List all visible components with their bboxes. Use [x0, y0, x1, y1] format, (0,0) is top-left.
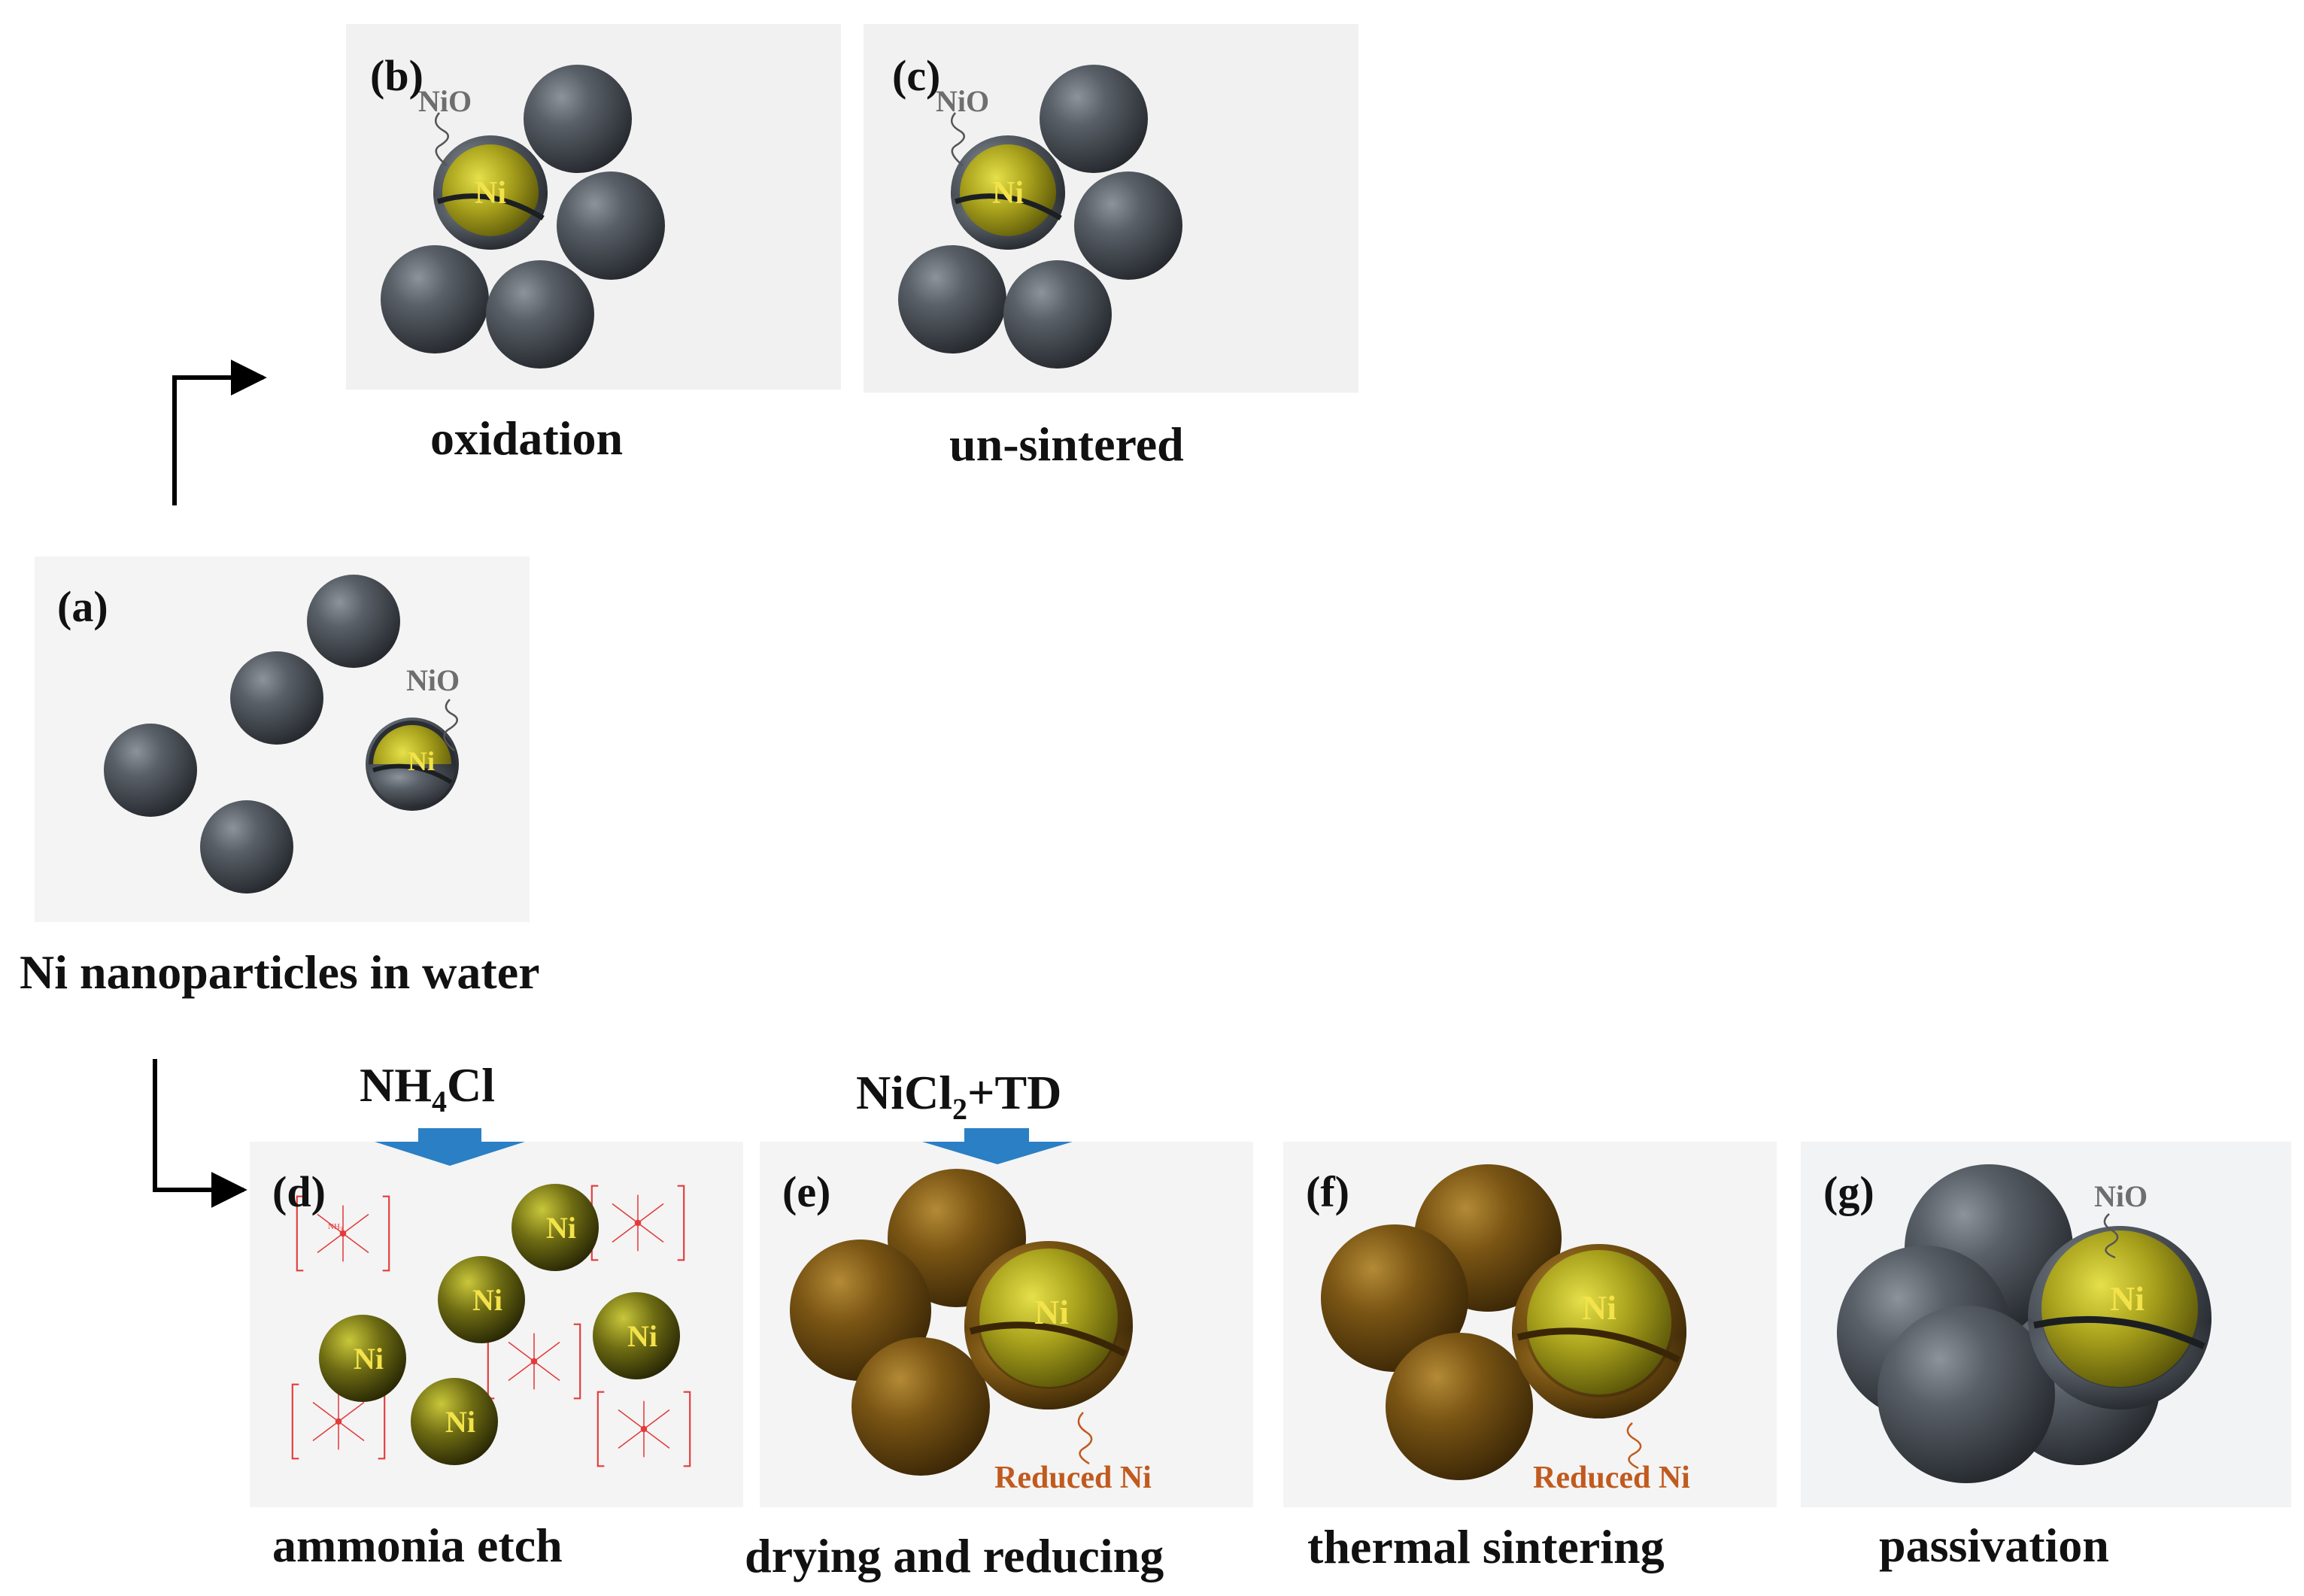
panel-c-label: (c): [892, 51, 940, 100]
reduced-ni-leader-line: [1626, 1422, 1642, 1470]
nio-label: NiO: [418, 84, 472, 118]
panel-c-caption: un-sintered: [949, 417, 1184, 471]
panel-e: NiCl2+TD Ni Reduced Ni (e) drying and re…: [745, 1066, 1253, 1582]
nio-particle: [1878, 1306, 2055, 1483]
svg-text:Ni: Ni: [445, 1405, 475, 1439]
core-shell-particle: Ni: [951, 135, 1065, 250]
panel-b-label: (b): [370, 51, 423, 100]
nio-label: NiO: [406, 663, 460, 697]
panel-e-caption: drying and reducing: [745, 1529, 1164, 1582]
panel-c: Ni NiO (c) un-sintered: [864, 24, 1358, 471]
nio-leader-line: [443, 699, 458, 751]
nio-label: NiO: [2094, 1179, 2148, 1213]
nio-particle: [200, 800, 293, 894]
arrow-to-oxidation: [172, 360, 267, 505]
svg-text:Ni: Ni: [546, 1211, 576, 1245]
nio-leader-line: [2103, 1213, 2119, 1259]
reduced-ni-label: Reduced Ni: [994, 1461, 1152, 1495]
core-shell-particle: Ni: [1512, 1244, 1686, 1418]
nio-particle: [104, 724, 197, 817]
core-shell-particle: Ni: [2028, 1226, 2211, 1409]
nio-particle: [898, 245, 1006, 353]
ni-core-label: Ni: [1582, 1288, 1616, 1327]
panel-d-label: (d): [272, 1167, 326, 1216]
reduced-ni-leader-line: [1077, 1412, 1093, 1465]
nio-particle: [381, 245, 489, 353]
ni-core-label: Ni: [475, 176, 506, 211]
ni-particle: Ni: [411, 1378, 498, 1465]
panel-g-caption: passivation: [1879, 1519, 2109, 1572]
ni-particle: Ni: [511, 1184, 599, 1271]
panel-a-label: (a): [57, 582, 108, 631]
panel-g-label: (g): [1823, 1167, 1874, 1216]
panel-f-label: (f): [1306, 1167, 1349, 1216]
core-shell-particle: Ni: [366, 718, 459, 811]
nio-leader-line: [950, 112, 965, 166]
nio-particle: [1074, 171, 1182, 280]
panel-d: NH4Cl NH3 Ni Ni Ni Ni Ni (d) ammo: [250, 1058, 743, 1572]
nio-particle: [307, 575, 400, 668]
reagent-nicl2-td: NiCl2+TD: [856, 1066, 1061, 1126]
svg-text:Ni: Ni: [472, 1283, 502, 1317]
panel-g: Ni NiO (g) passivation: [1801, 1142, 2291, 1572]
arrow-to-ammonia-etch: [153, 1059, 247, 1208]
panel-f: Ni Reduced Ni (f) thermal sintering: [1283, 1142, 1777, 1573]
nio-label: NiO: [936, 84, 989, 118]
panel-b: Ni NiO (b) oxidation: [346, 24, 841, 465]
nio-particle: [1003, 260, 1112, 369]
reagent-nh4cl: NH4Cl: [360, 1058, 495, 1118]
ni-particle: Ni: [438, 1256, 525, 1343]
nio-particle: [1040, 65, 1148, 173]
panel-a: Ni NiO (a) Ni nanoparticles in water: [20, 557, 540, 999]
ni-core-label: Ni: [992, 176, 1024, 211]
svg-text:Ni: Ni: [354, 1342, 384, 1376]
nio-particle: [524, 65, 632, 173]
nio-particle: [486, 260, 594, 369]
ni-particle: Ni: [319, 1315, 406, 1402]
reduced-ni-particle: [1321, 1224, 1468, 1372]
ni-core-label: Ni: [2110, 1279, 2145, 1318]
core-shell-particle: Ni: [433, 135, 548, 250]
nio-particle: [230, 651, 323, 745]
panel-e-label: (e): [782, 1167, 830, 1216]
complex-ligand-label: NH3: [328, 1222, 343, 1233]
core-shell-particle: Ni: [964, 1241, 1133, 1409]
ni-particle: Ni: [593, 1292, 680, 1379]
ni-core-label: Ni: [408, 746, 435, 776]
ni-core-label: Ni: [1034, 1293, 1069, 1331]
reduced-ni-particle: [1386, 1333, 1533, 1480]
panel-a-caption: Ni nanoparticles in water: [20, 945, 540, 999]
panel-b-caption: oxidation: [430, 411, 623, 465]
panel-f-caption: thermal sintering: [1307, 1520, 1665, 1573]
reagent-arrow: [375, 1128, 525, 1166]
panel-d-caption: ammonia etch: [272, 1519, 563, 1572]
svg-text:Ni: Ni: [627, 1319, 657, 1353]
reagent-arrow: [922, 1128, 1073, 1164]
reduced-ni-particle: [851, 1337, 990, 1476]
reduced-ni-label: Reduced Ni: [1533, 1461, 1690, 1495]
nio-particle: [557, 171, 665, 280]
nio-leader-line: [434, 112, 449, 166]
